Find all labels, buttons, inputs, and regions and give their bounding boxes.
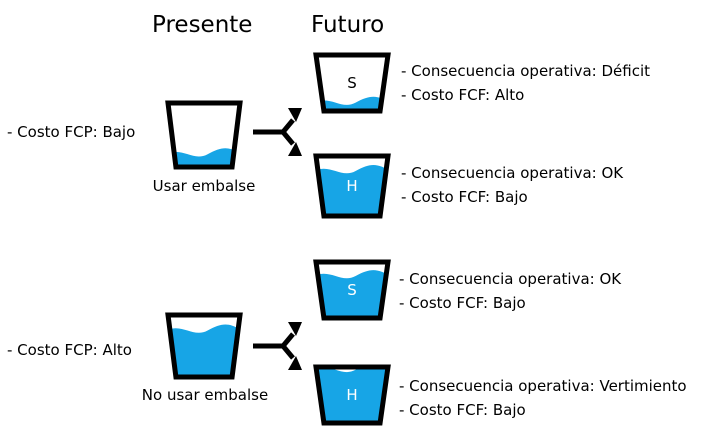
bucket-letter: H <box>346 386 357 404</box>
bucket-future-wet-1: H <box>313 153 391 219</box>
bucket-future-dry-2: S <box>313 259 391 321</box>
water-level <box>316 367 388 423</box>
cost-label-1-wet: - Costo FCF: Bajo <box>401 188 528 206</box>
bucket-present-1 <box>165 100 243 170</box>
present-cost-label-2: - Costo FCP: Alto <box>7 341 132 359</box>
bucket-letter: H <box>346 177 357 195</box>
water-level <box>168 148 240 167</box>
bucket-future-dry-1: S <box>313 52 391 114</box>
present-cost-label-1: - Costo FCP: Bajo <box>7 123 136 141</box>
water-level <box>168 324 240 377</box>
action-label-2: No usar embalse <box>141 386 269 404</box>
bucket-outline <box>313 153 391 219</box>
water-level <box>316 165 388 216</box>
bucket-present-2 <box>165 312 243 380</box>
bucket-outline <box>313 52 391 114</box>
cost-label-1-dry: - Costo FCF: Alto <box>401 86 525 104</box>
consequence-label-2-wet: - Consecuencia operativa: Vertimiento <box>399 377 687 395</box>
branch-arrow-1 <box>253 108 302 156</box>
bucket-outline <box>313 259 391 321</box>
bucket-future-wet-2: H <box>313 364 391 426</box>
cost-label-2-dry: - Costo FCF: Bajo <box>399 294 526 312</box>
bucket-outline <box>165 100 243 170</box>
cost-label-2-wet: - Costo FCF: Bajo <box>399 401 526 419</box>
bucket-outline <box>313 364 391 426</box>
bucket-letter: S <box>347 74 357 92</box>
branch-arrow-2 <box>253 322 302 370</box>
heading-presente: Presente <box>152 12 253 38</box>
bucket-outline <box>165 312 243 380</box>
consequence-label-1-dry: - Consecuencia operativa: Déficit <box>401 62 650 80</box>
water-level <box>316 270 388 318</box>
consequence-label-1-wet: - Consecuencia operativa: OK <box>401 164 624 182</box>
action-label-1: Usar embalse <box>152 177 256 195</box>
consequence-label-2-dry: - Consecuencia operativa: OK <box>399 270 622 288</box>
heading-futuro: Futuro <box>311 12 385 38</box>
bucket-letter: S <box>347 281 357 299</box>
